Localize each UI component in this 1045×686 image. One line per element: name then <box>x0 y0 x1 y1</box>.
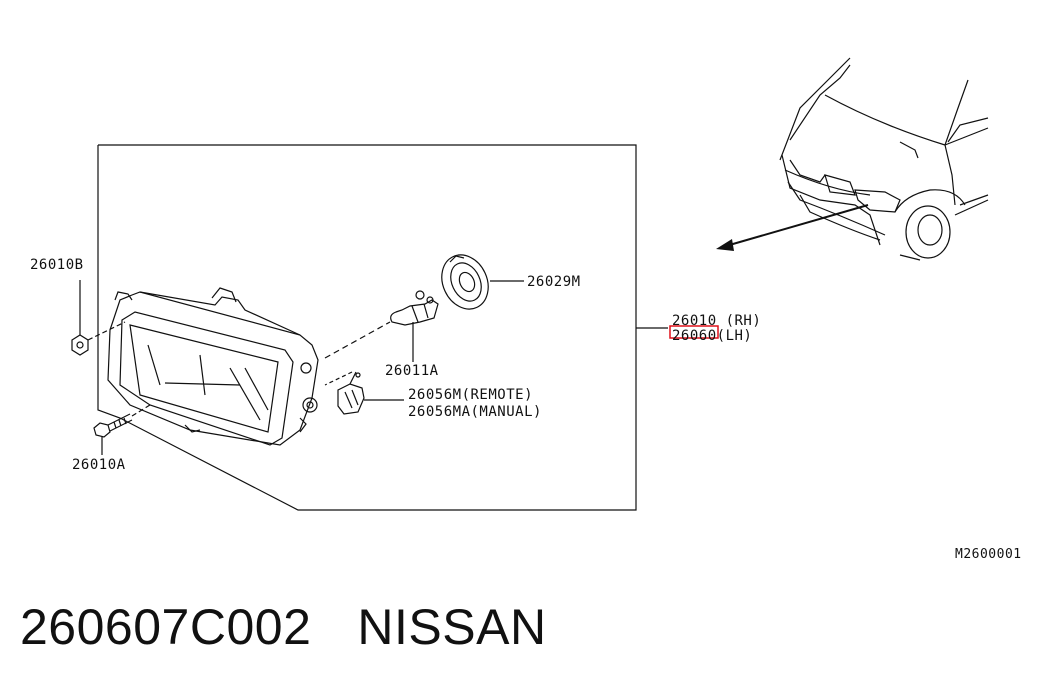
bulb-drawing <box>390 290 439 326</box>
brand-name: NISSAN <box>357 599 547 655</box>
nut-drawing <box>71 334 89 356</box>
bolt-drawing <box>93 413 133 438</box>
vehicle-drawing <box>779 57 989 261</box>
label-26029m: 26029M <box>527 274 581 290</box>
label-26010b: 26010B <box>30 257 84 273</box>
headlamp-drawing <box>107 287 319 446</box>
arrow-head-icon <box>716 239 734 251</box>
highlight-box <box>669 325 719 339</box>
leveling-actuator-drawing <box>337 371 365 415</box>
diagram-reference: M2600001 <box>955 547 1022 562</box>
label-26011a: 26011A <box>385 363 439 379</box>
label-26060-lh: 26060(LH) <box>672 328 752 344</box>
pointer-arrow <box>725 204 869 247</box>
assembly-outline <box>97 144 637 511</box>
label-26056m: 26056M(REMOTE) <box>408 387 533 403</box>
part-caption: 260607C002 NISSAN <box>20 598 593 656</box>
part-number: 260607C002 <box>20 599 312 655</box>
label-26010a: 26010A <box>72 457 126 473</box>
label-26010-rh: 26010 (RH) <box>672 313 761 329</box>
label-26056ma: 26056MA(MANUAL) <box>408 404 542 420</box>
bulb-cap-drawing <box>441 254 489 310</box>
